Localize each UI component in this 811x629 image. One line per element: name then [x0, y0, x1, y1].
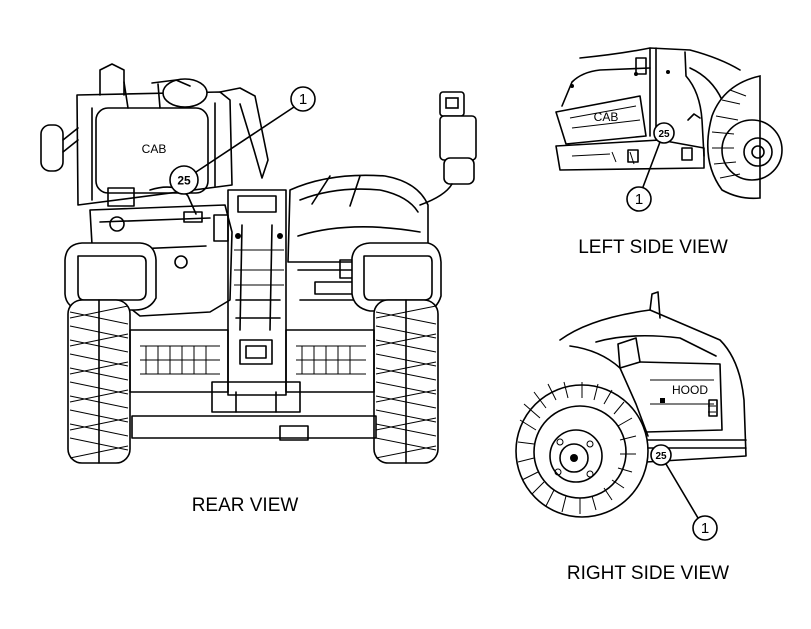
rear-cab-label: CAB [142, 142, 167, 156]
right-side-view-drawing: HOOD 25 1 [515, 291, 747, 541]
rear-decal-25: 25 [169, 165, 199, 195]
right-hood-label: HOOD [672, 383, 708, 397]
left-side-view-drawing: CAB 25 1 [555, 47, 783, 212]
rear-fenders [64, 242, 442, 312]
rear-right-tire [373, 299, 439, 464]
rear-view-title: REAR VIEW [192, 495, 299, 516]
left-callout: 1 [626, 141, 661, 212]
rear-left-tire [67, 299, 131, 464]
rear-view-drawing: 25 CAB 1 [40, 63, 477, 464]
left-decal-25: 25 [653, 122, 675, 144]
rear-left-mirror [40, 124, 79, 172]
left-side-view-title: LEFT SIDE VIEW [578, 237, 728, 258]
right-callout: 1 [665, 463, 718, 541]
left-callout-number: 1 [635, 191, 643, 208]
rear-callout-number: 1 [299, 91, 307, 108]
rear-cab [76, 63, 269, 206]
rear-callout: 1 [195, 86, 316, 173]
left-decal-number: 25 [658, 129, 670, 140]
right-decal-number: 25 [655, 451, 667, 462]
right-decal-25: 25 [650, 444, 672, 466]
rear-decal-number: 25 [177, 174, 191, 188]
right-side-tire [515, 381, 649, 518]
left-cab-label: CAB [594, 110, 619, 124]
right-callout-number: 1 [701, 520, 709, 537]
rear-decal-circle [169, 165, 199, 195]
right-side-view-title: RIGHT SIDE VIEW [567, 563, 729, 584]
left-side-tire [706, 75, 783, 200]
rear-right-mirror [419, 91, 477, 206]
rear-axle [129, 329, 377, 441]
rear-center-frame [213, 189, 287, 396]
rear-callout-bubble [290, 86, 316, 112]
